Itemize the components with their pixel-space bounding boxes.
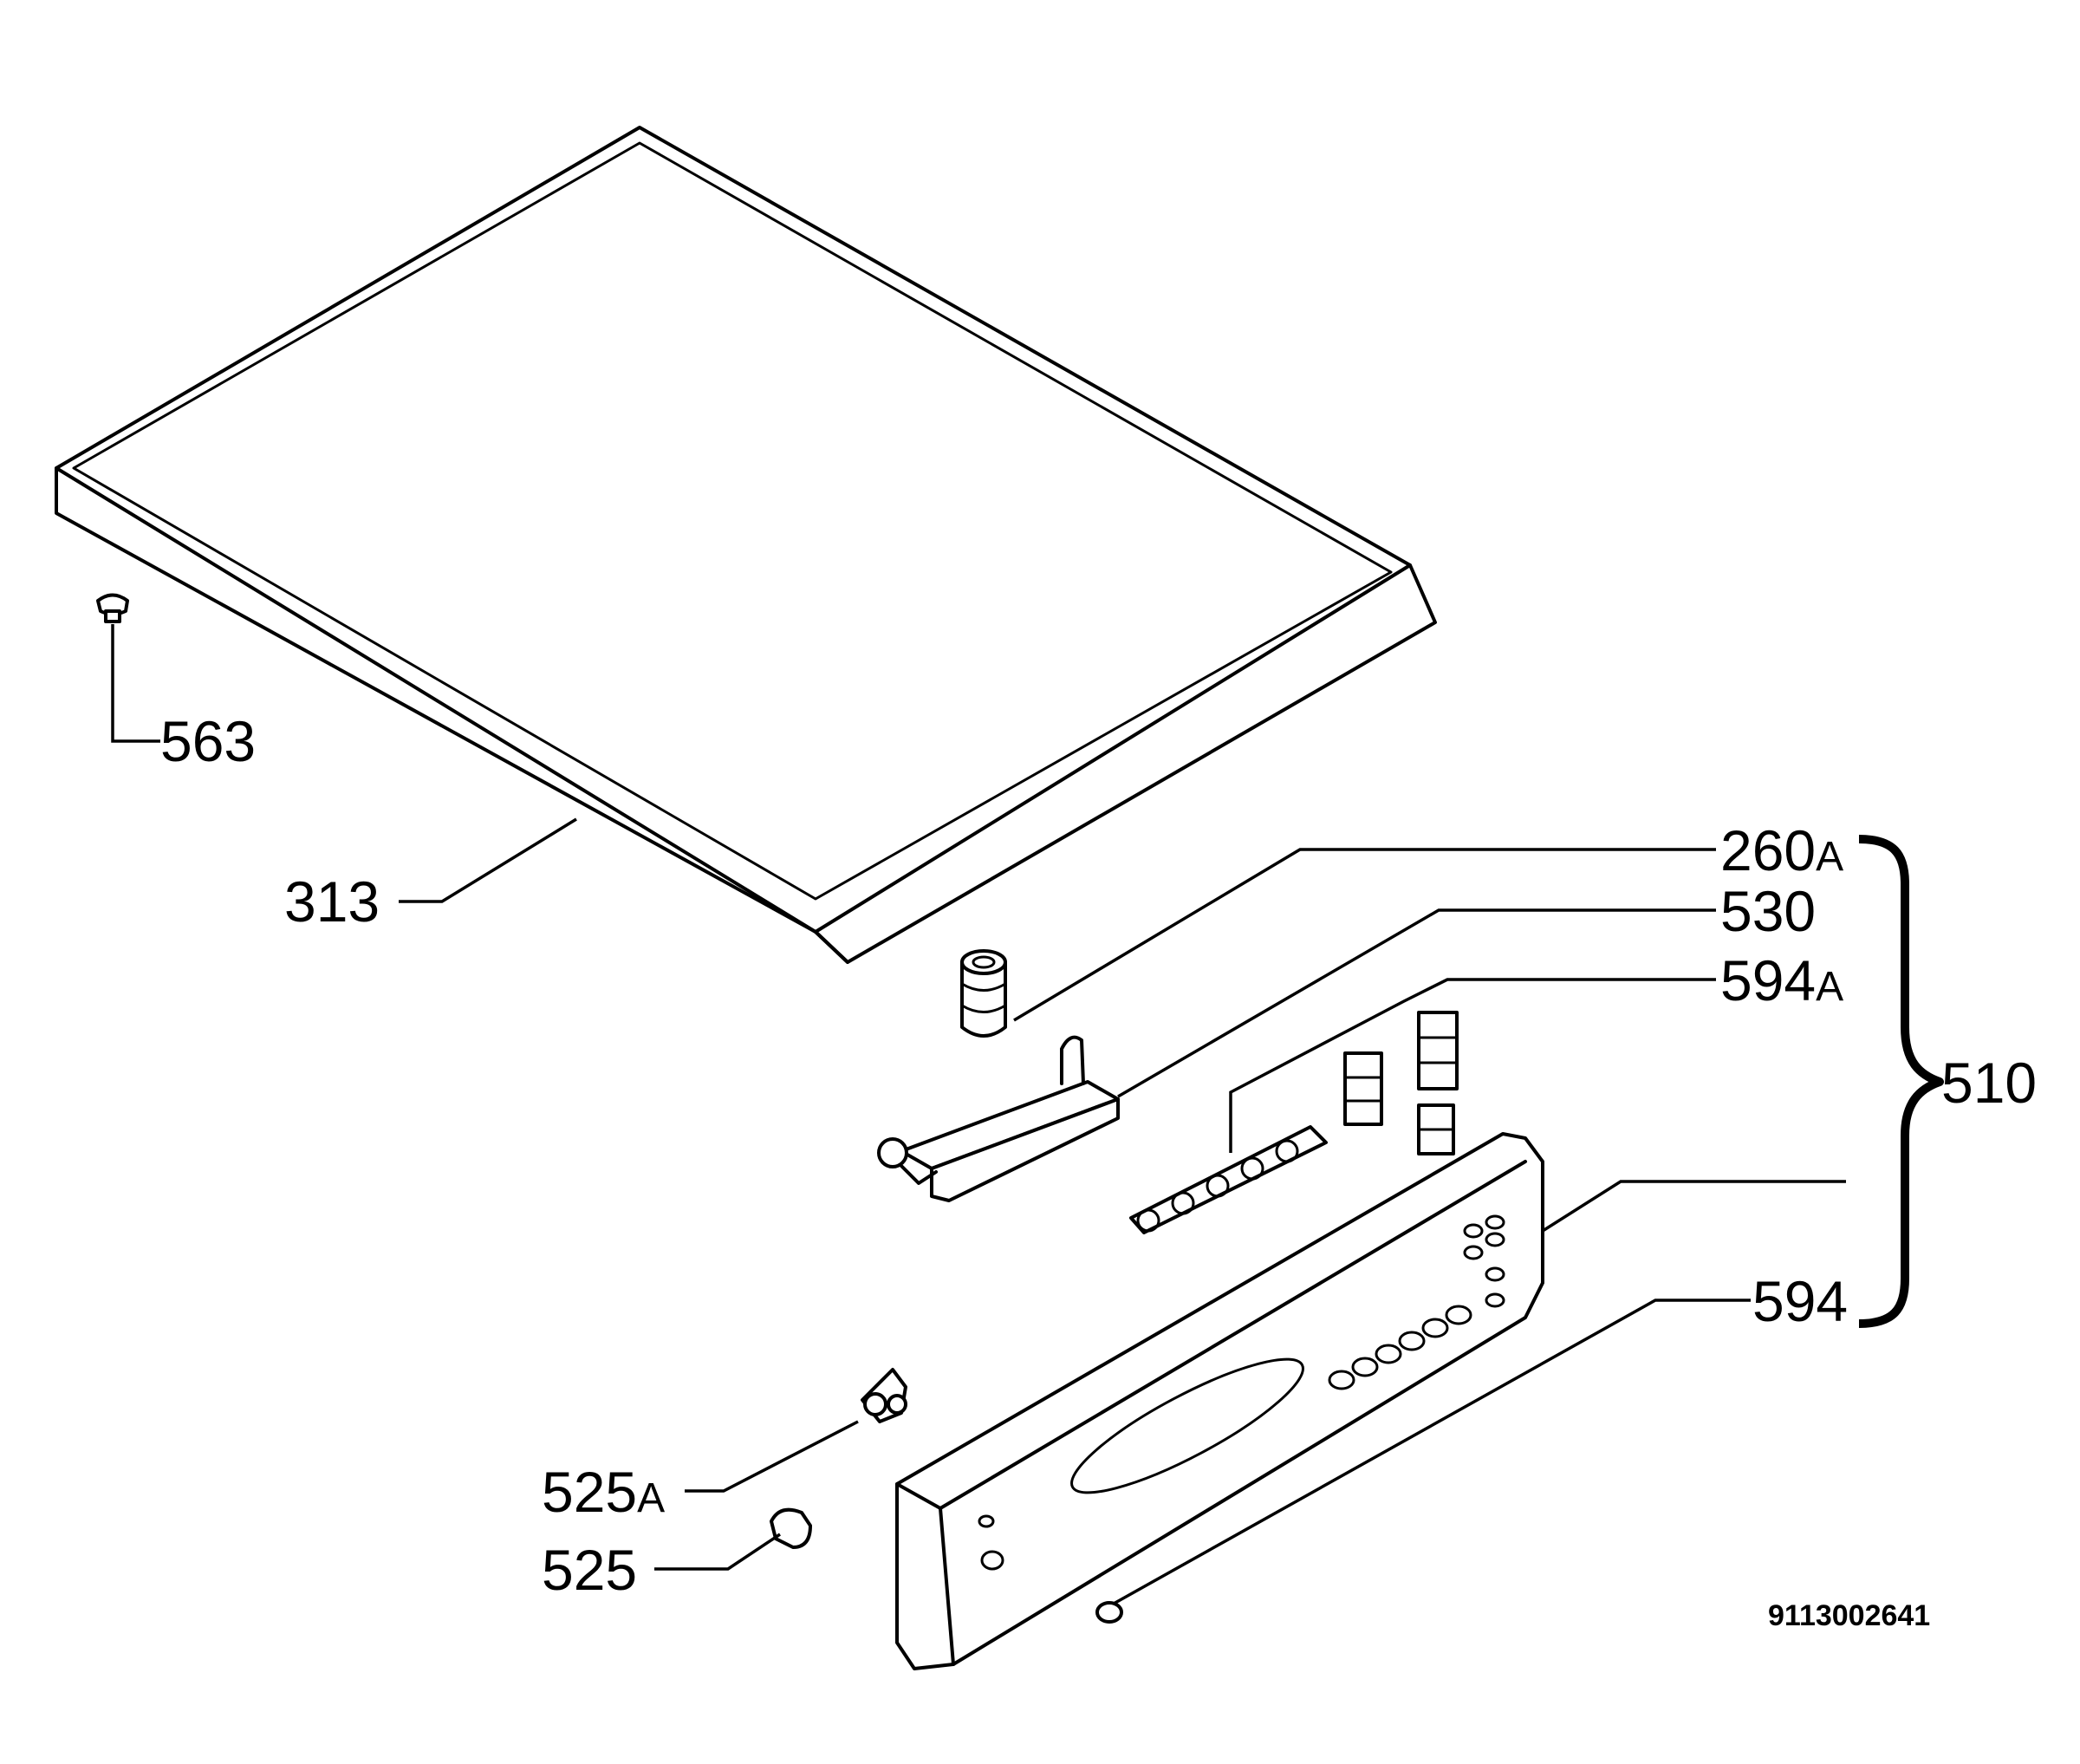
indicator-lens <box>1095 1601 1123 1624</box>
label-563: 563 <box>160 709 256 773</box>
panel-buttons <box>978 1214 1505 1571</box>
label-313: 313 <box>284 869 380 934</box>
leader-594 <box>1113 1299 1751 1605</box>
leader-525 <box>654 1533 781 1571</box>
leader-313 <box>399 817 577 903</box>
ring-260a <box>960 949 1007 1038</box>
leader-530 <box>1117 908 1716 1098</box>
label-594: 594 <box>1752 1269 1848 1333</box>
label-530: 530 <box>1720 879 1816 943</box>
leader-260a <box>1013 848 1716 1022</box>
label-594a-number: 594 <box>1720 948 1816 1012</box>
switch-block-right <box>1417 1011 1459 1155</box>
leader-525a <box>685 1420 859 1493</box>
leader-510-panel <box>1542 1180 1846 1233</box>
label-510: 510 <box>1941 1051 2037 1115</box>
leader-lines <box>111 624 1846 1605</box>
cap-525 <box>770 1507 812 1549</box>
bracket-530 <box>877 1035 1120 1202</box>
brace-510 <box>1858 835 1944 1328</box>
control-panel-594 <box>895 1132 1544 1670</box>
label-594a: 594A <box>1720 948 1843 1012</box>
drawing-number: 9113002641 <box>1768 1599 1930 1632</box>
switch-strip-594a <box>1129 1125 1328 1234</box>
label-525a-number: 525 <box>542 1460 637 1524</box>
label-594a-suffix: A <box>1816 964 1843 1010</box>
switch-block-left <box>1343 1051 1383 1126</box>
plug-563 <box>96 593 129 623</box>
switch-beads <box>1136 1139 1299 1233</box>
label-260a-suffix: A <box>1816 834 1843 880</box>
label-525: 525 <box>542 1538 637 1602</box>
label-525a: 525A <box>542 1460 665 1524</box>
label-525a-suffix: A <box>637 1475 665 1521</box>
pusher-525a <box>861 1368 907 1423</box>
leader-563 <box>111 624 160 743</box>
label-260a-number: 260 <box>1720 818 1816 882</box>
label-260a: 260A <box>1720 818 1843 882</box>
leader-594a <box>1229 978 1716 1153</box>
top-cover-313 <box>55 126 1437 964</box>
